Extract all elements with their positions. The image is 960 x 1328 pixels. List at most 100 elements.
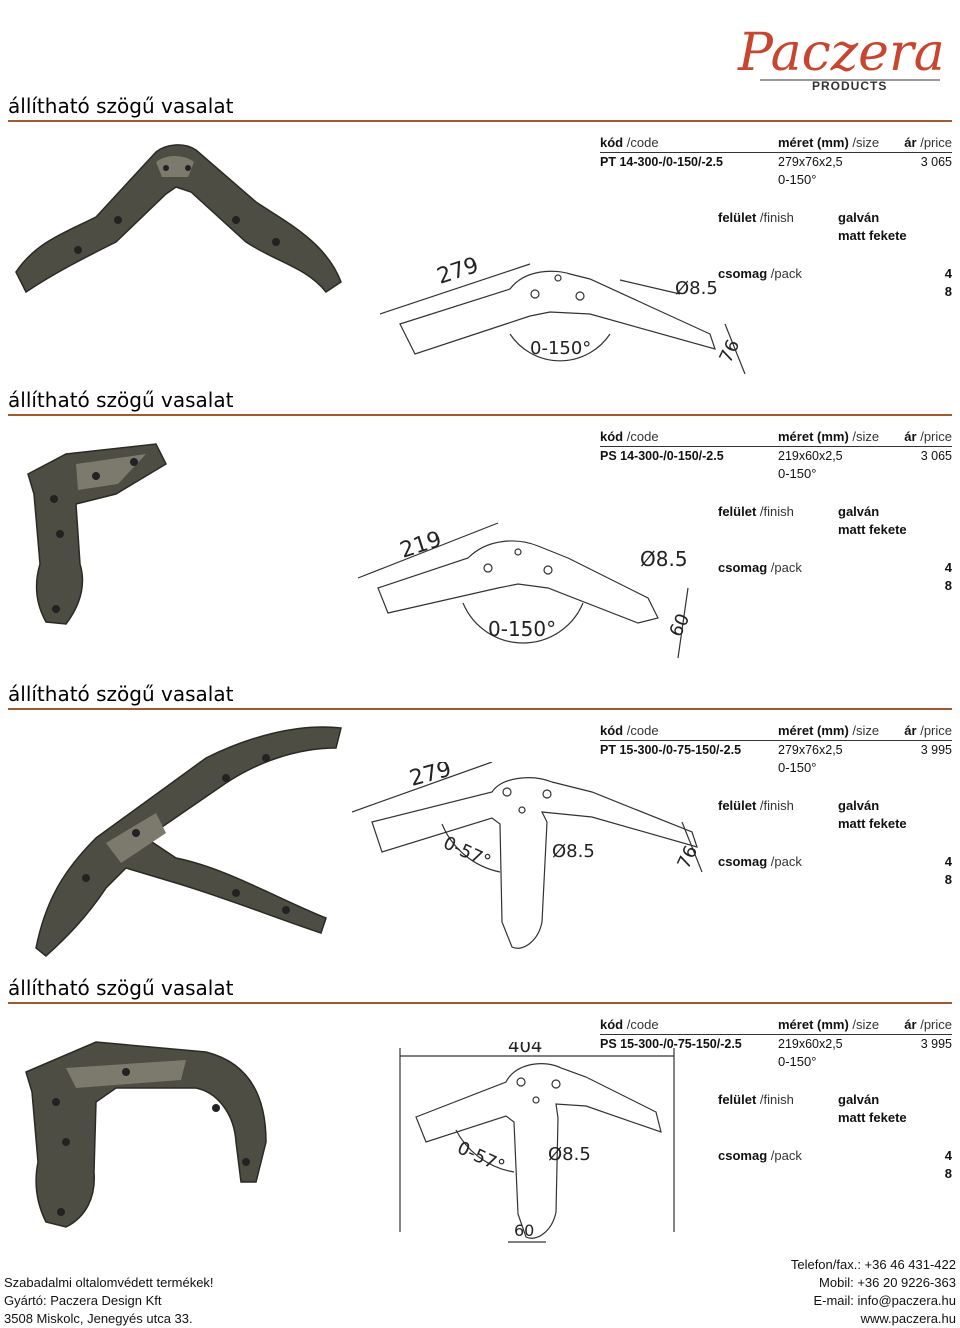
finish-label: felület	[718, 210, 757, 225]
spec-header-row: kód /code méret (mm) /size ár /price	[600, 1016, 952, 1035]
brand-logo: Paczera PRODUCTS	[730, 4, 950, 96]
dim-angle: 0-57°	[440, 832, 494, 872]
footer-manufacturer: Gyártó: Paczera Design Kft	[4, 1293, 162, 1308]
code-label: kód	[600, 1017, 624, 1032]
spec-angle-row: 0-150°	[600, 1053, 952, 1071]
dim-hole: Ø8.5	[552, 841, 595, 862]
pack-label: csomag	[718, 854, 768, 869]
dim-length: 404	[508, 1042, 542, 1057]
technical-drawing: 279 Ø8.5 0-57° 76	[352, 762, 703, 949]
spec-angle-row: 0-150°	[600, 171, 952, 189]
product-title: állítható szögű vasalat	[8, 682, 234, 706]
product-angle: 0-150°	[778, 172, 817, 187]
size-label: méret (mm)	[778, 1017, 849, 1032]
spec-data-row: PS 15-300-/0-75-150/-2.5 219x60x2,5 3 99…	[600, 1035, 952, 1053]
product-angle: 0-150°	[778, 466, 817, 481]
footer-protection-note: Szabadalmi oltalomvédett termékek!	[4, 1275, 214, 1290]
pack-row-2: 8	[600, 577, 952, 595]
spec-header-row: kód /code méret (mm) /size ár /price	[600, 134, 952, 153]
product-code: PS 15-300-/0-75-150/-2.5	[600, 1037, 742, 1051]
code-en: /code	[626, 1017, 659, 1032]
dim-angle: 0-57°	[454, 1137, 508, 1177]
pack-en: /pack	[770, 854, 802, 869]
finish-en: /finish	[759, 798, 794, 813]
finish-value-2: matt fekete	[838, 816, 907, 831]
dim-hole: Ø8.5	[548, 1144, 591, 1165]
product-angle: 0-150°	[778, 1054, 817, 1069]
product-code: PT 15-300-/0-75-150/-2.5	[600, 743, 742, 757]
technical-drawing: 279 Ø8.5 0-150° 76	[380, 254, 746, 375]
product-title: állítható szögű vasalat	[8, 94, 234, 118]
technical-drawing: 219 Ø8.5 0-150° 60	[357, 522, 694, 659]
code-label: kód	[600, 723, 624, 738]
product-photo	[25, 1041, 267, 1228]
product-angle: 0-150°	[778, 760, 817, 775]
spec-header-row: kód /code méret (mm) /size ár /price	[600, 722, 952, 741]
pack-label: csomag	[718, 266, 768, 281]
price-en: /price	[920, 1017, 952, 1032]
footer-website[interactable]: www.paczera.hu	[860, 1311, 956, 1326]
size-label: méret (mm)	[778, 135, 849, 150]
footer-mobile: Mobil: +36 20 9226-363	[819, 1275, 956, 1290]
pack-row: csomag /pack 4	[600, 853, 952, 871]
spec-data-row: PS 14-300-/0-150/-2.5 219x60x2,5 3 065	[600, 447, 952, 465]
product-section-4: állítható szögű vasalat 404 Ø8.5 0-57° 6…	[0, 976, 960, 1266]
size-label: méret (mm)	[778, 429, 849, 444]
pack-value-1: 4	[944, 266, 952, 281]
pack-en: /pack	[770, 266, 802, 281]
dim-width: 60	[665, 610, 694, 640]
dim-width: 60	[514, 1221, 534, 1240]
product-price: 3 065	[920, 155, 952, 169]
footer-address: 3508 Miskolc, Jenegyés utca 33.	[4, 1311, 193, 1326]
finish-row: felület /finish galván	[600, 209, 952, 227]
finish-row: felület /finish galván	[600, 503, 952, 521]
pack-value-2: 8	[944, 284, 952, 299]
finish-value-1: galván	[838, 504, 880, 519]
product-title: állítható szögű vasalat	[8, 388, 234, 412]
size-en: /size	[852, 429, 880, 444]
spec-table: kód /code méret (mm) /size ár /price PS …	[600, 428, 952, 595]
finish-row-2: matt fekete	[600, 1109, 952, 1127]
finish-label: felület	[718, 1092, 757, 1107]
code-label: kód	[600, 429, 624, 444]
title-divider	[8, 414, 952, 416]
finish-label: felület	[718, 504, 757, 519]
pack-row-2: 8	[600, 283, 952, 301]
pack-value-1: 4	[944, 1148, 952, 1163]
dim-hole: Ø8.5	[640, 547, 688, 571]
pack-value-2: 8	[944, 872, 952, 887]
finish-value-2: matt fekete	[838, 228, 907, 243]
finish-value-1: galván	[838, 210, 880, 225]
product-photo	[27, 443, 167, 625]
pack-row: csomag /pack 4	[600, 265, 952, 283]
product-photo	[35, 726, 342, 957]
size-en: /size	[852, 135, 880, 150]
product-size: 279x76x2,5	[778, 743, 843, 757]
spec-angle-row: 0-150°	[600, 465, 952, 483]
price-en: /price	[920, 135, 952, 150]
price-en: /price	[920, 723, 952, 738]
product-section-2: állítható szögű vasalat 219 Ø8.5 0-150° …	[0, 388, 960, 678]
footer-email[interactable]: E-mail: info@paczera.hu	[813, 1293, 956, 1308]
spec-angle-row: 0-150°	[600, 759, 952, 777]
spec-data-row: PT 14-300-/0-150/-2.5 279x76x2,5 3 065	[600, 153, 952, 171]
code-label: kód	[600, 135, 624, 150]
finish-row-2: matt fekete	[600, 521, 952, 539]
spec-header-row: kód /code méret (mm) /size ár /price	[600, 428, 952, 447]
dim-length: 219	[397, 527, 445, 564]
finish-en: /finish	[759, 1092, 794, 1107]
product-code: PS 14-300-/0-150/-2.5	[600, 449, 724, 463]
code-en: /code	[626, 135, 659, 150]
title-divider	[8, 1002, 952, 1004]
dim-length: 279	[407, 762, 454, 792]
dim-angle: 0-150°	[530, 338, 591, 359]
technical-drawing: 404 Ø8.5 0-57° 60	[399, 1042, 675, 1243]
code-en: /code	[626, 723, 659, 738]
finish-value-2: matt fekete	[838, 1110, 907, 1125]
product-code: PT 14-300-/0-150/-2.5	[600, 155, 723, 169]
code-en: /code	[626, 429, 659, 444]
price-en: /price	[920, 429, 952, 444]
finish-value-1: galván	[838, 1092, 880, 1107]
product-photo	[15, 144, 342, 294]
price-label: ár	[904, 135, 917, 150]
